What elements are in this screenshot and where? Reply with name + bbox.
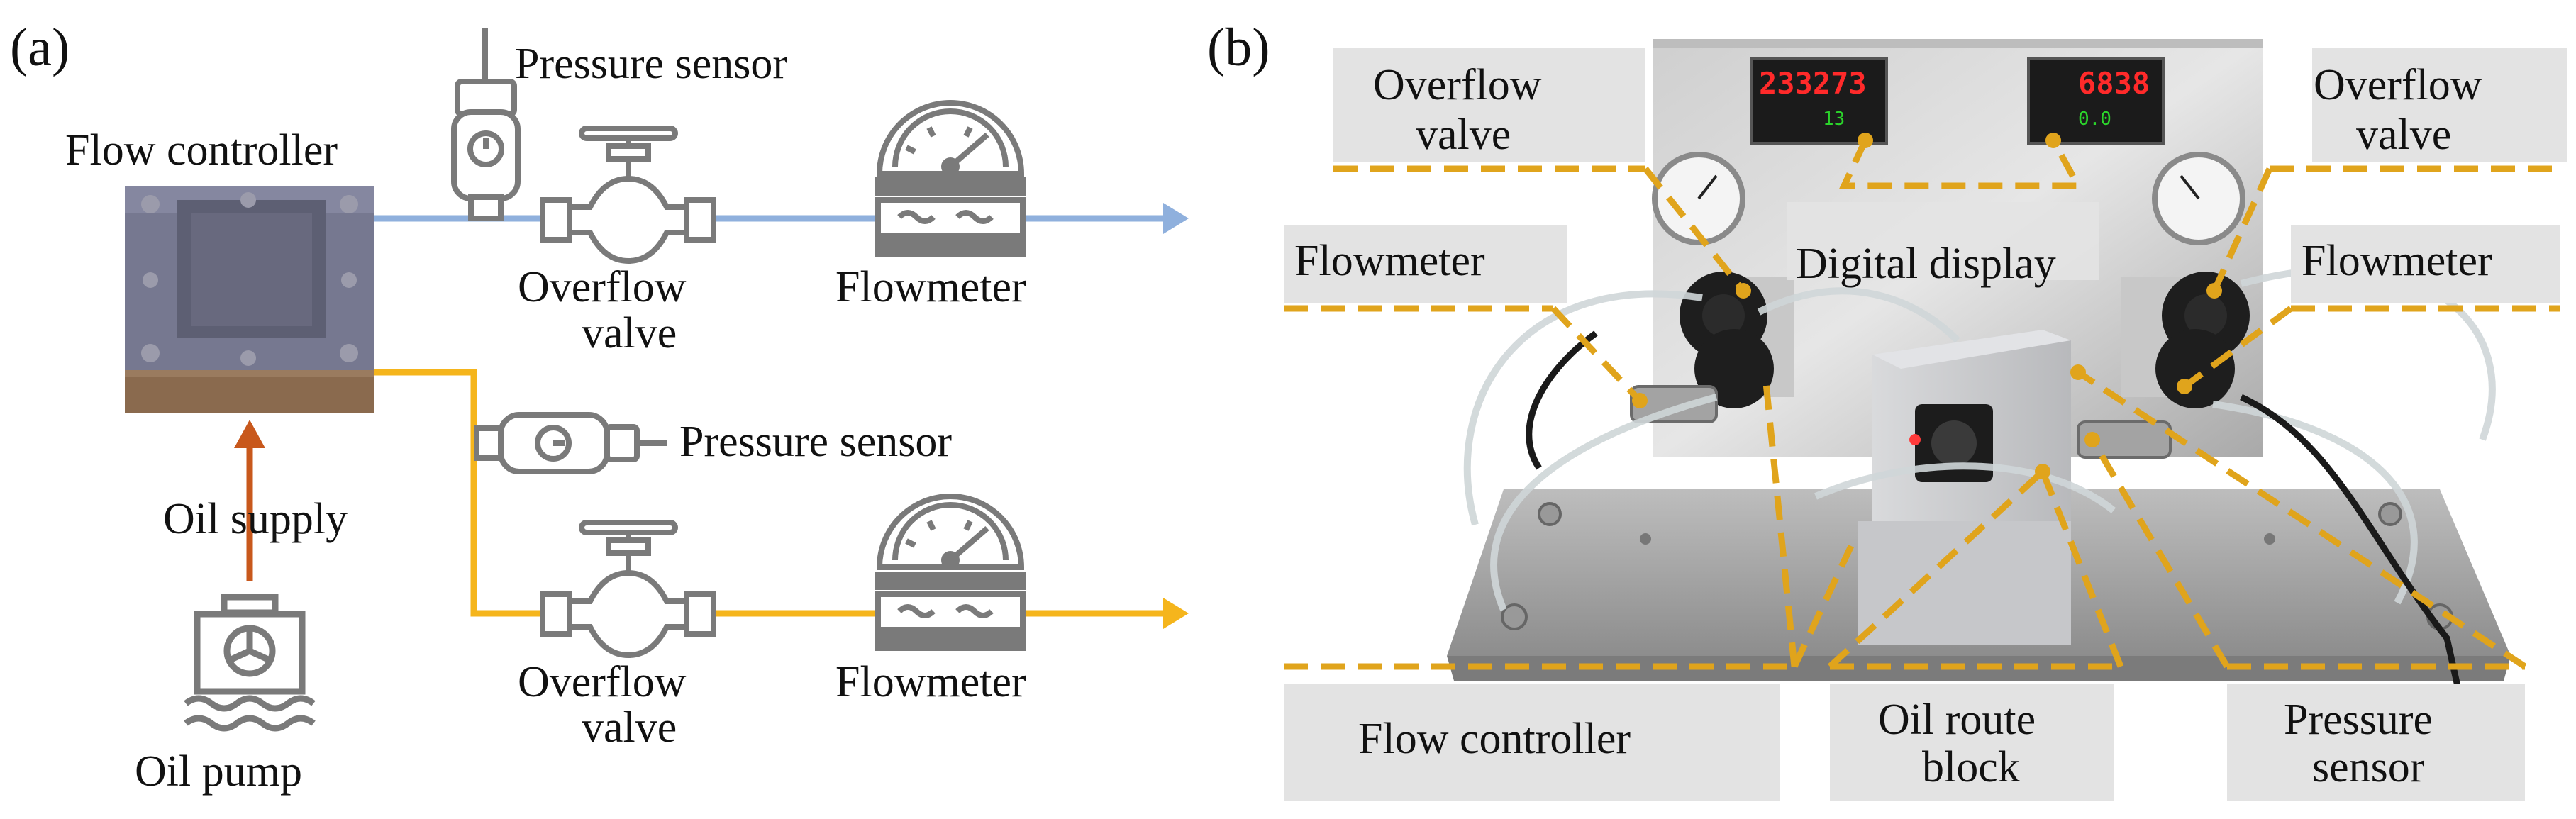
cables xyxy=(1526,330,2479,767)
pressure-sensor-line2: sensor xyxy=(2312,743,2425,791)
blue-flow-line xyxy=(374,203,1189,234)
pressure-sensor-bottom-icon xyxy=(474,412,667,474)
flowmeter-top-icon xyxy=(875,100,1026,257)
flowmeter-bottom-icon xyxy=(875,494,1026,651)
pressure-sensor-line1: Pressure xyxy=(2284,696,2433,744)
digital-display-right-sub: 0.0 xyxy=(2078,108,2111,130)
overflow-valve-left-line1: Overflow xyxy=(1373,61,1542,109)
digital-display-left-sub: 13 xyxy=(1823,108,1845,130)
flow-controller-b-label: Flow controller xyxy=(1358,715,1631,763)
oil-route-block-line2: block xyxy=(1922,743,2020,791)
digital-display-right-main: 6838 xyxy=(2078,66,2150,101)
label-box-flow-controller xyxy=(1284,684,1780,801)
panel-a: (a) Flow controller xyxy=(10,18,1189,796)
overflow-valve-top-label-line2: valve xyxy=(582,309,677,357)
label-box-digital-display xyxy=(1787,202,2099,280)
pressure-gauge-left xyxy=(1652,152,1745,245)
digital-display-left: 233273 13 xyxy=(1750,57,1888,145)
overflow-valve-left-line2: valve xyxy=(1416,111,1511,159)
label-box-flowmeter-right xyxy=(2291,225,2560,303)
fitting-right xyxy=(2077,420,2172,459)
label-box-oil-route-block xyxy=(1830,684,2114,801)
overflow-valve-top-icon xyxy=(540,126,716,264)
flowmeter-right-label: Flowmeter xyxy=(2302,237,2492,285)
oil-supply-arrow xyxy=(234,420,265,581)
oil-pump-label: Oil pump xyxy=(135,747,302,796)
oil-route-block-line1: Oil route xyxy=(1878,696,2036,744)
leader-lines xyxy=(1284,138,2560,670)
oil-pump-icon xyxy=(184,594,316,732)
label-box-pressure-sensor xyxy=(2227,684,2525,801)
label-box-overflow-valve-left xyxy=(1333,48,1645,162)
pressure-sensor-top-label: Pressure sensor xyxy=(515,40,787,88)
pressure-sensor-bottom-label: Pressure sensor xyxy=(679,418,952,466)
panel-b: (b) 233273 13 6838 0.0 xyxy=(1207,18,2567,801)
label-box-overflow-valve-right xyxy=(2312,48,2567,162)
overflow-valve-bottom-label-line2: valve xyxy=(582,703,677,752)
digital-display-left-main: 233273 xyxy=(1759,66,1867,101)
flow-controller-icon xyxy=(125,186,374,413)
leader-dots xyxy=(1632,133,2222,479)
flow-controller-right xyxy=(2121,272,2250,408)
panel-a-label: (a) xyxy=(10,18,70,77)
test-rig-photo: 233273 13 6838 0.0 xyxy=(1447,39,2511,767)
digital-display-label: Digital display xyxy=(1796,240,2056,288)
flowmeter-left-label: Flowmeter xyxy=(1294,237,1485,285)
oil-route-block xyxy=(1858,330,2071,645)
overflow-valve-top-label-line1: Overflow xyxy=(518,263,687,311)
digital-display-right: 6838 0.0 xyxy=(2027,57,2165,145)
overflow-valve-right-line2: valve xyxy=(2356,111,2451,159)
fitting-left xyxy=(1630,385,1718,423)
flowmeter-top-label: Flowmeter xyxy=(835,263,1026,311)
pressure-gauge-right xyxy=(2152,152,2245,245)
flowmeter-bottom-label: Flowmeter xyxy=(835,658,1026,706)
overflow-valve-bottom-icon xyxy=(540,520,716,659)
pressure-sensor-top-icon xyxy=(451,28,521,221)
oil-supply-label: Oil supply xyxy=(163,495,348,543)
flow-controller-label: Flow controller xyxy=(65,126,338,174)
label-box-flowmeter-left xyxy=(1284,225,1567,303)
overflow-valve-bottom-label-line1: Overflow xyxy=(518,658,687,706)
panel-b-label: (b) xyxy=(1207,18,1270,77)
yellow-flow-line xyxy=(374,369,1189,629)
overflow-valve-right-line1: Overflow xyxy=(2314,61,2482,109)
